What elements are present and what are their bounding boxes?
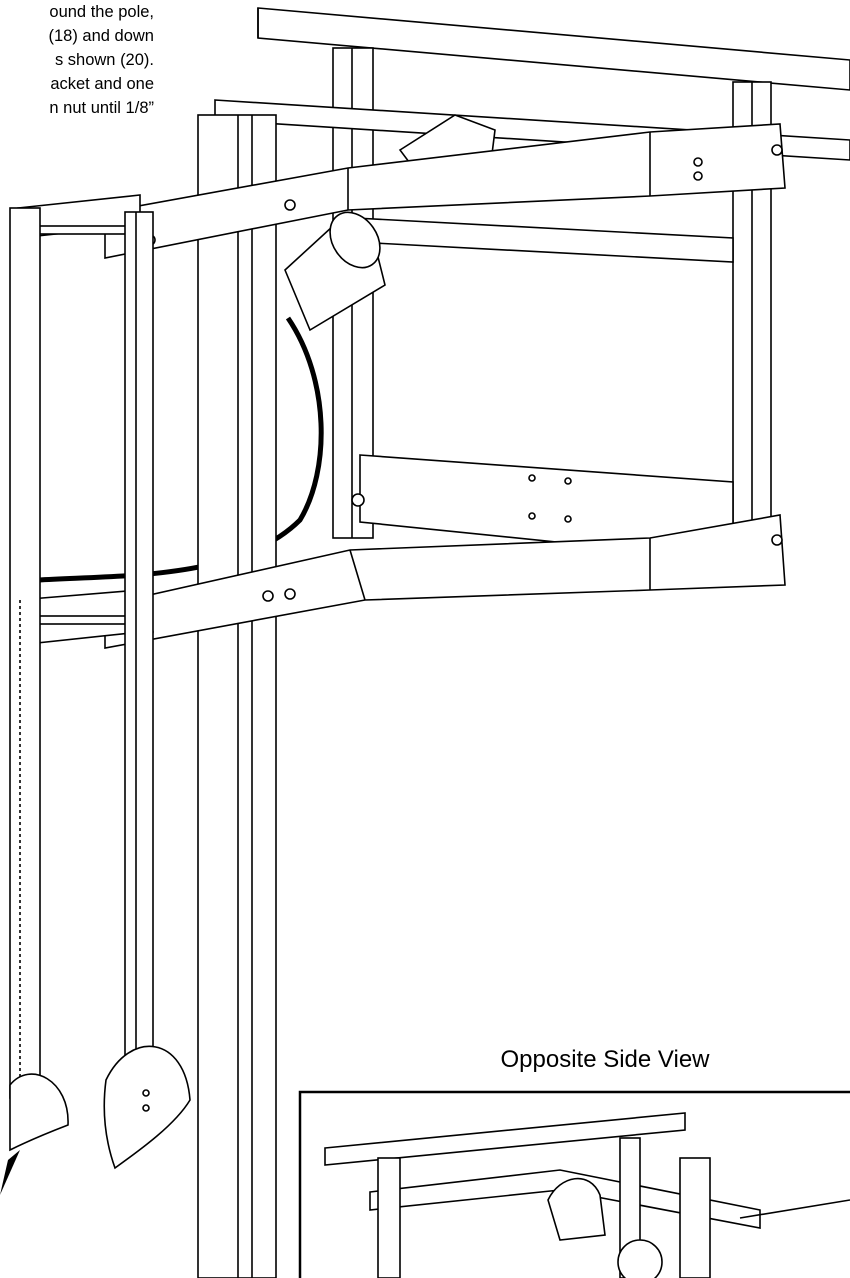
- instruction-line: (18) and down: [48, 27, 155, 45]
- inset-frame: [298, 1090, 850, 1278]
- instruction-line: acket and one: [50, 75, 154, 93]
- top-rail: [257, 7, 850, 91]
- left-upright-inner: [103, 211, 191, 1170]
- instruction-line: n nut until 1/8”: [49, 99, 154, 117]
- instruction-line: s shown (20).: [54, 51, 154, 69]
- left-upright-outer: [9, 207, 69, 1152]
- back-crossbars: [214, 99, 850, 561]
- main-pole: [197, 114, 277, 1278]
- threaded-rods: [29, 225, 127, 625]
- instruction-text-block: ound the pole, (18) and down s shown (20…: [0, 0, 220, 120]
- instruction-line: ound the pole,: [49, 3, 154, 21]
- cable: [37, 316, 324, 583]
- inset-title: Opposite Side View: [500, 1046, 710, 1073]
- pointer-arrow: [0, 1150, 20, 1195]
